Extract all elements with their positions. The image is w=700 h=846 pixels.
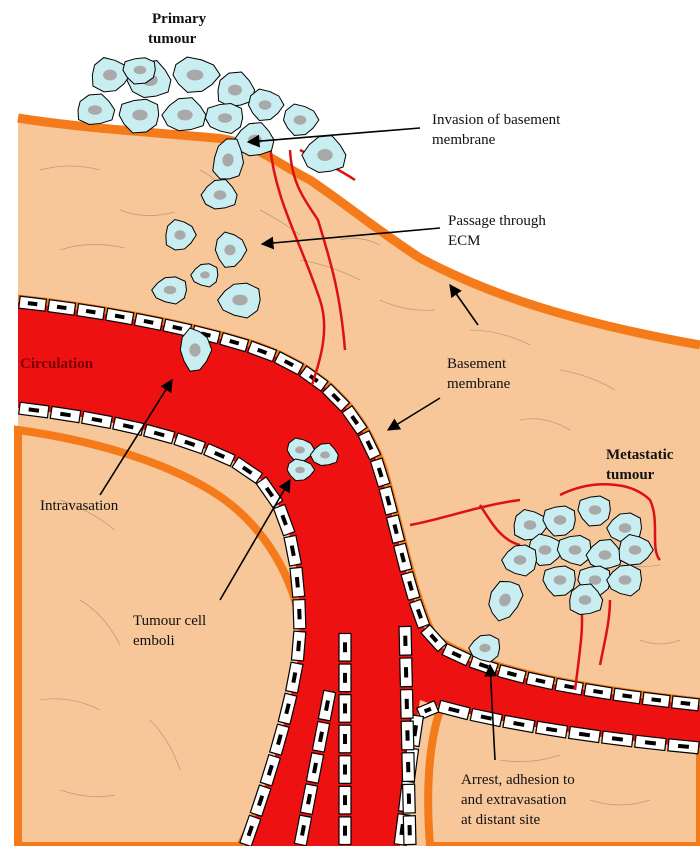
primary-tumour-cell [78, 94, 115, 124]
endothelium-upper [642, 692, 670, 707]
cell-nucleus [599, 550, 612, 560]
endothelium-right [635, 735, 666, 750]
label-invasion-basement-membrane: Invasion of basement membrane [432, 110, 560, 150]
cell-nucleus [514, 555, 527, 565]
cell-nucleus [295, 446, 305, 453]
endothelium-branch-c [400, 658, 413, 687]
primary-tumour-cell [249, 89, 284, 120]
cell-nucleus [317, 149, 332, 161]
endothelium-branch-c [403, 816, 416, 845]
endothelium-branch-c [402, 753, 415, 782]
label-passage-through-ecm: Passage through ECM [448, 211, 546, 251]
cell-nucleus [200, 271, 210, 278]
endothelium-left [293, 599, 306, 628]
endothelium-branch-c [403, 784, 416, 813]
endothelium-left [291, 631, 305, 661]
endothelium-branch-c [399, 626, 412, 655]
cell-nucleus [189, 343, 200, 356]
cell-nucleus [132, 110, 147, 121]
cell-nucleus [218, 113, 232, 123]
primary-tumour-cell [302, 136, 346, 173]
cell-nucleus [88, 105, 102, 115]
cell-nucleus [103, 70, 117, 81]
primary-tumour-cell [205, 104, 242, 134]
cell-nucleus [214, 190, 227, 200]
cell-nucleus [479, 644, 490, 652]
cell-nucleus [164, 286, 177, 294]
label-arrest-adhesion-extravasation: Arrest, adhesion to and extravasation at… [461, 770, 575, 830]
cell-nucleus [228, 85, 242, 96]
label-metastatic-tumour: Metastatic tumour [606, 445, 673, 485]
primary-tumour-cell [173, 57, 220, 92]
cell-nucleus [294, 115, 307, 125]
endothelium-upper [672, 696, 700, 711]
cell-nucleus [224, 245, 235, 256]
primary-tumour-cell [284, 104, 319, 135]
cell-nucleus [619, 523, 632, 533]
endothelium-branch-a [339, 786, 351, 814]
cell-nucleus [187, 70, 204, 81]
cell-nucleus [259, 100, 272, 110]
endothelium-upper [19, 296, 47, 311]
endothelium-branch-a [339, 664, 351, 692]
cell-nucleus [174, 230, 185, 240]
endothelium-branch-c [400, 690, 413, 719]
cell-nucleus [134, 66, 147, 74]
cell-nucleus [554, 575, 567, 585]
label-basement-membrane: Basement membrane [447, 354, 510, 394]
cell-nucleus [177, 110, 192, 121]
cell-nucleus [579, 595, 592, 605]
cell-nucleus [619, 575, 632, 585]
cell-nucleus [320, 451, 330, 458]
cell-nucleus [589, 575, 602, 585]
cell-nucleus [589, 505, 602, 515]
cell-nucleus [232, 295, 247, 306]
label-tumour-cell-emboli: Tumour cell emboli [133, 611, 206, 651]
cell-nucleus [295, 467, 305, 474]
cell-nucleus [569, 545, 582, 555]
endothelium-branch-a [339, 695, 351, 723]
cell-nucleus [539, 545, 552, 555]
endothelium-branch-a [339, 725, 351, 753]
endothelium-branch-a [339, 634, 351, 662]
cell-nucleus [629, 545, 642, 555]
primary-tumour-cell [162, 98, 206, 131]
endothelium-right [668, 739, 699, 754]
endothelium-branch-a [339, 817, 351, 845]
cell-nucleus [554, 515, 567, 525]
cell-nucleus [248, 135, 262, 146]
endothelium-branch-c [401, 721, 414, 750]
label-primary-tumour: Primary tumour [152, 9, 206, 49]
endothelium-branch-a [339, 756, 351, 784]
label-intravasation: Intravasation [40, 496, 118, 516]
endothelium-left [290, 567, 305, 597]
label-circulation: Circulation [20, 354, 93, 374]
cell-nucleus [524, 520, 537, 530]
